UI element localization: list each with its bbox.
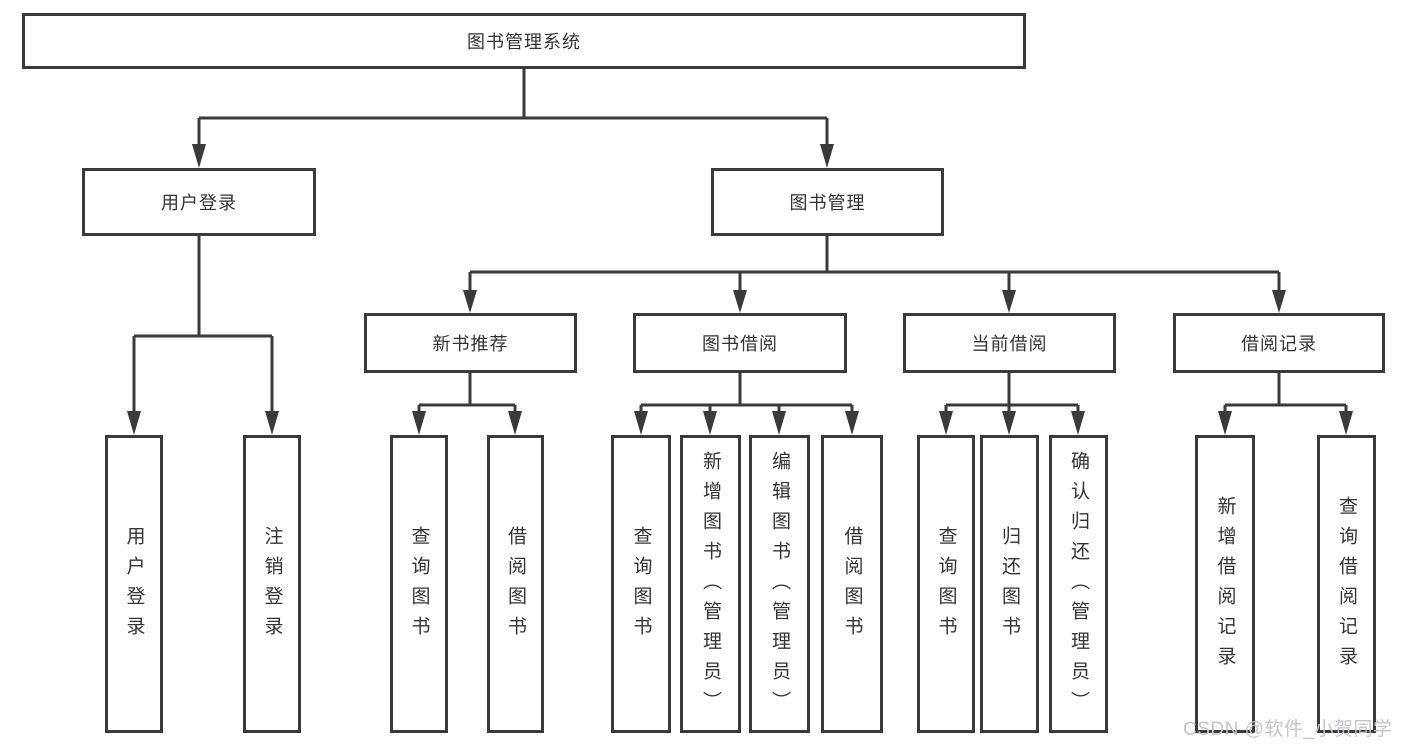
node-book-borrow: 图书借阅 [633, 313, 847, 373]
connector-book-mgmt-to-level3 [463, 236, 1286, 313]
node-borrow-records: 借阅记录 [1173, 313, 1385, 373]
connector-new-book-rec-children [412, 373, 522, 435]
connector-root-to-level2 [192, 69, 834, 168]
node-bb-edit-books: 编辑图书（管理员） [749, 435, 810, 733]
node-br-add-record: 新增借阅记录 [1195, 435, 1255, 733]
node-br-query-record: 查询借阅记录 [1317, 435, 1376, 733]
node-book-mgmt: 图书管理 [711, 168, 944, 236]
node-bb-query-books: 查询图书 [611, 435, 671, 733]
node-bb-borrow-books: 借阅图书 [821, 435, 883, 733]
connector-user-login-children [127, 236, 279, 435]
connector-book-borrow-children [634, 373, 859, 435]
node-new-book-rec: 新书推荐 [364, 313, 577, 373]
connector-borrow-records-children [1218, 373, 1353, 435]
node-cb-confirm-return: 确认归还（管理员） [1049, 435, 1108, 733]
node-user-login: 用户登录 [82, 168, 316, 236]
node-logout: 注销登录 [243, 435, 301, 733]
connector-current-borrow-children [939, 373, 1085, 435]
node-login: 用户登录 [105, 435, 163, 733]
node-root: 图书管理系统 [22, 13, 1026, 69]
node-nbr-borrow-books: 借阅图书 [487, 435, 544, 733]
node-cb-return-books: 归还图书 [980, 435, 1039, 733]
node-bb-add-books: 新增图书（管理员） [680, 435, 741, 733]
node-cb-query-books: 查询图书 [917, 435, 975, 733]
csdn-watermark: CSDN @软件_小贺同学 [1183, 719, 1393, 740]
node-current-borrow: 当前借阅 [903, 313, 1116, 373]
node-nbr-query-books: 查询图书 [390, 435, 448, 733]
